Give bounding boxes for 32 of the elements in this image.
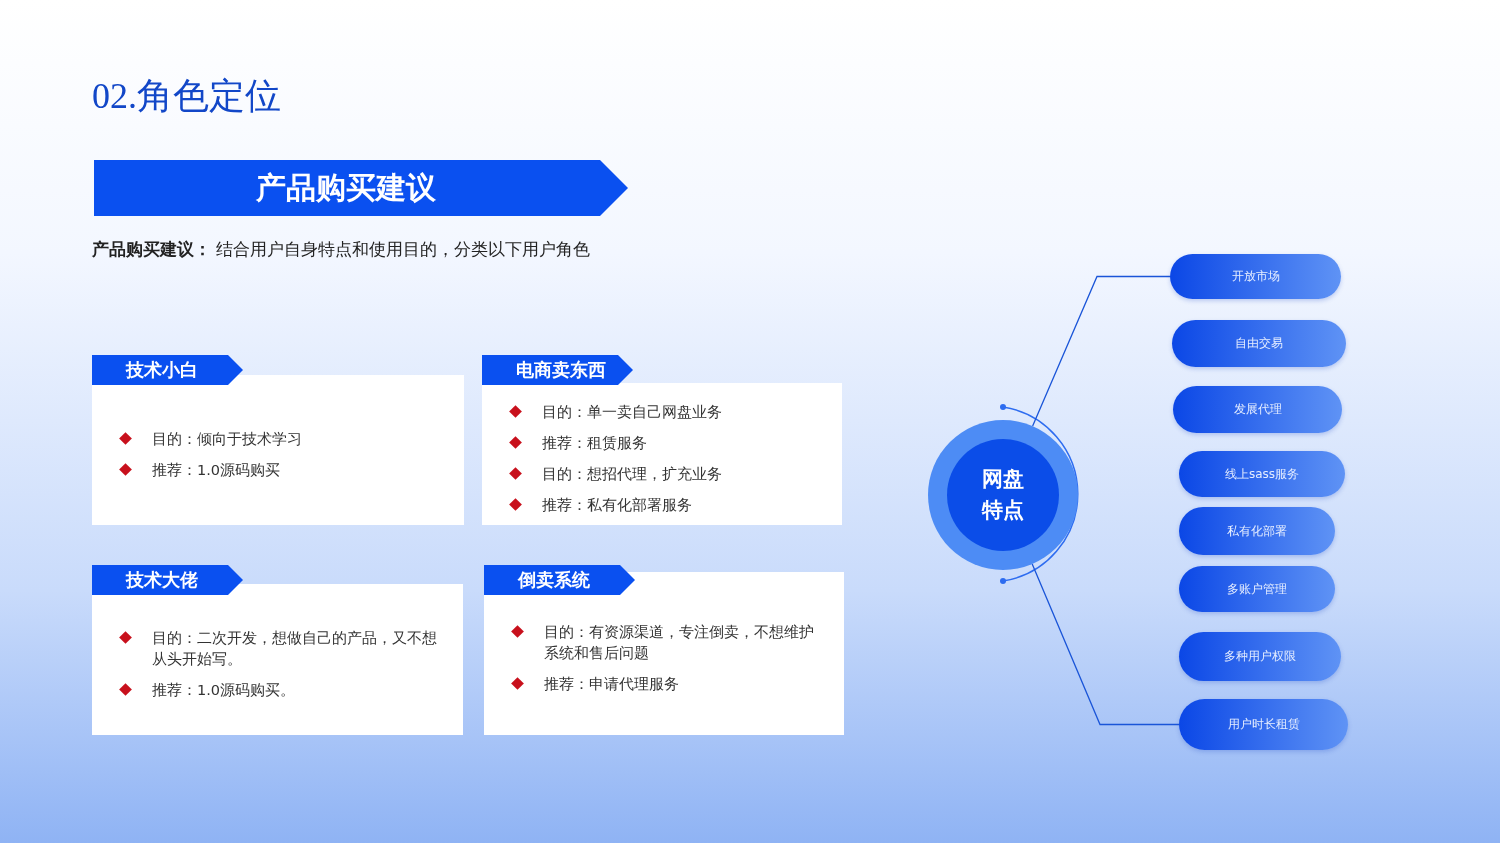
- role-card: [482, 355, 842, 525]
- heading-banner: 产品购买建议: [94, 160, 628, 216]
- bullet-text: 目的：想招代理，扩充业务: [542, 465, 722, 484]
- feature-pill: 线上sass服务: [1179, 451, 1345, 497]
- bullet-text: 推荐：1.0源码购买。: [152, 681, 296, 700]
- connector-line: [1031, 563, 1180, 726]
- bullet-text: 推荐：租赁服务: [542, 434, 647, 453]
- feature-pill: 开放市场: [1170, 254, 1341, 299]
- tab-label: 技术大佬: [92, 565, 243, 595]
- feature-pill: 多账户管理: [1179, 566, 1335, 612]
- slide-title: 02.角色定位: [92, 75, 281, 118]
- tab-label: 倒卖系统: [484, 565, 635, 595]
- feature-pill: 私有化部署: [1179, 507, 1335, 555]
- tab-label: 技术小白: [92, 355, 243, 385]
- subtitle-text: 产品购买建议： 结合用户自身特点和使用目的，分类以下用户角色: [92, 238, 591, 261]
- bullet-text: 推荐：私有化部署服务: [542, 496, 692, 515]
- bullet-text: 推荐：申请代理服务: [544, 675, 679, 694]
- role-card: [92, 355, 464, 525]
- feature-pill: 多种用户权限: [1179, 632, 1341, 681]
- tab-label: 电商卖东西: [482, 355, 633, 385]
- bullet-text: 目的：有资源渠道，专注倒卖，不想维护系统和售后问题: [544, 623, 815, 663]
- bullet-text: 目的：倾向于技术学习: [152, 430, 302, 449]
- role-card: [484, 565, 844, 735]
- feature-pill: 自由交易: [1172, 320, 1346, 367]
- circle-label: 网盘特点: [980, 466, 1025, 524]
- role-card: [92, 565, 463, 735]
- feature-pill: 用户时长租赁: [1179, 699, 1348, 750]
- bullet-text: 目的：单一卖自己网盘业务: [542, 403, 722, 422]
- connector-line: [1032, 275, 1171, 427]
- bullet-text: 目的：二次开发，想做自己的产品，又不想从头开始写。: [152, 629, 438, 669]
- feature-pill: 发展代理: [1173, 386, 1342, 433]
- bullet-text: 推荐：1.0源码购买: [152, 461, 281, 480]
